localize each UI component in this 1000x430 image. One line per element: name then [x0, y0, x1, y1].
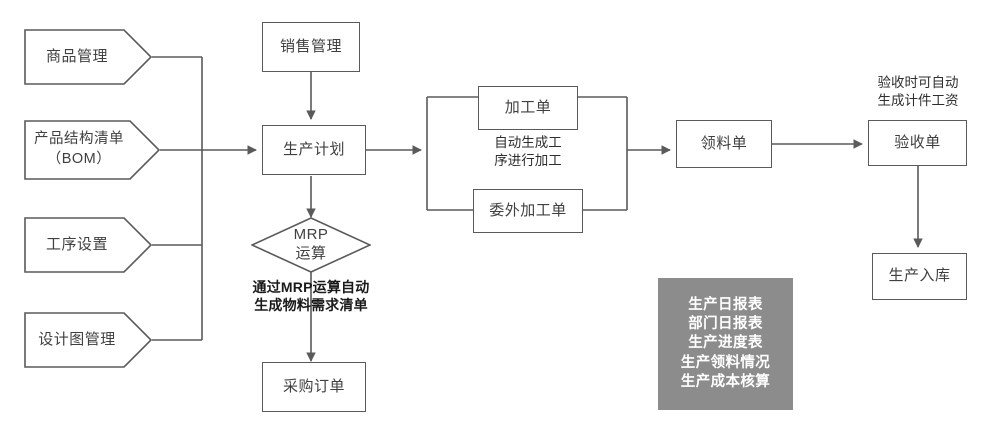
node-production-stock-in[interactable]: 生产入库: [872, 253, 967, 300]
report-item[interactable]: 生产进度表: [688, 335, 763, 352]
node-label: 产品结构清单 （BOM）: [34, 131, 124, 167]
node-label: 商品管理: [45, 47, 108, 65]
report-item[interactable]: 部门日报表: [688, 316, 763, 333]
annotation-acceptance-note: 验收时可自动 生成计件工资: [877, 75, 959, 108]
annotation-work-order-note: 自动生成工 序进行加工: [494, 135, 562, 168]
node-label: 销售管理: [279, 37, 342, 55]
node-label: 设计图管理: [38, 330, 116, 348]
node-design-drawing-management[interactable]: 设计图管理: [24, 312, 152, 368]
annotation-mrp-note: 通过MRP运算自动 生成物料需求清单: [252, 279, 370, 314]
node-label: 委外加工单: [489, 201, 567, 219]
pentagon-shape: [24, 312, 152, 368]
node-label: 领料单: [700, 134, 748, 152]
pentagon-shape: [24, 120, 160, 180]
node-label: 验收单: [894, 133, 941, 151]
report-list-panel[interactable]: 生产日报表 部门日报表 生产进度表 生产领料情况 生产成本核算: [658, 278, 793, 410]
node-label: 采购订单: [282, 377, 345, 395]
report-item[interactable]: 生产成本核算: [680, 373, 771, 390]
node-label: 加工单: [504, 98, 552, 116]
node-process-setup[interactable]: 工序设置: [24, 217, 152, 273]
report-item[interactable]: 生产日报表: [688, 296, 763, 313]
node-production-plan[interactable]: 生产计划: [262, 125, 366, 175]
node-label: 生产计划: [282, 140, 345, 158]
node-label: MRP 运算: [293, 226, 329, 262]
pentagon-shape: [24, 29, 152, 85]
pentagon-shape: [24, 217, 152, 273]
node-material-requisition[interactable]: 领料单: [676, 120, 772, 168]
node-goods-management[interactable]: 商品管理: [24, 29, 152, 85]
node-purchase-order[interactable]: 采购订单: [262, 362, 366, 412]
report-item[interactable]: 生产领料情况: [680, 354, 771, 371]
node-bom[interactable]: 产品结构清单 （BOM）: [24, 120, 160, 180]
node-label: 生产入库: [888, 267, 951, 285]
node-label: 工序设置: [45, 235, 108, 253]
node-work-order[interactable]: 加工单: [478, 86, 578, 130]
node-sales-management[interactable]: 销售管理: [262, 22, 360, 72]
node-outsource-work-order[interactable]: 委外加工单: [473, 189, 583, 233]
node-acceptance-order[interactable]: 验收单: [868, 120, 967, 166]
node-mrp-calculation[interactable]: MRP 运算: [251, 217, 371, 273]
